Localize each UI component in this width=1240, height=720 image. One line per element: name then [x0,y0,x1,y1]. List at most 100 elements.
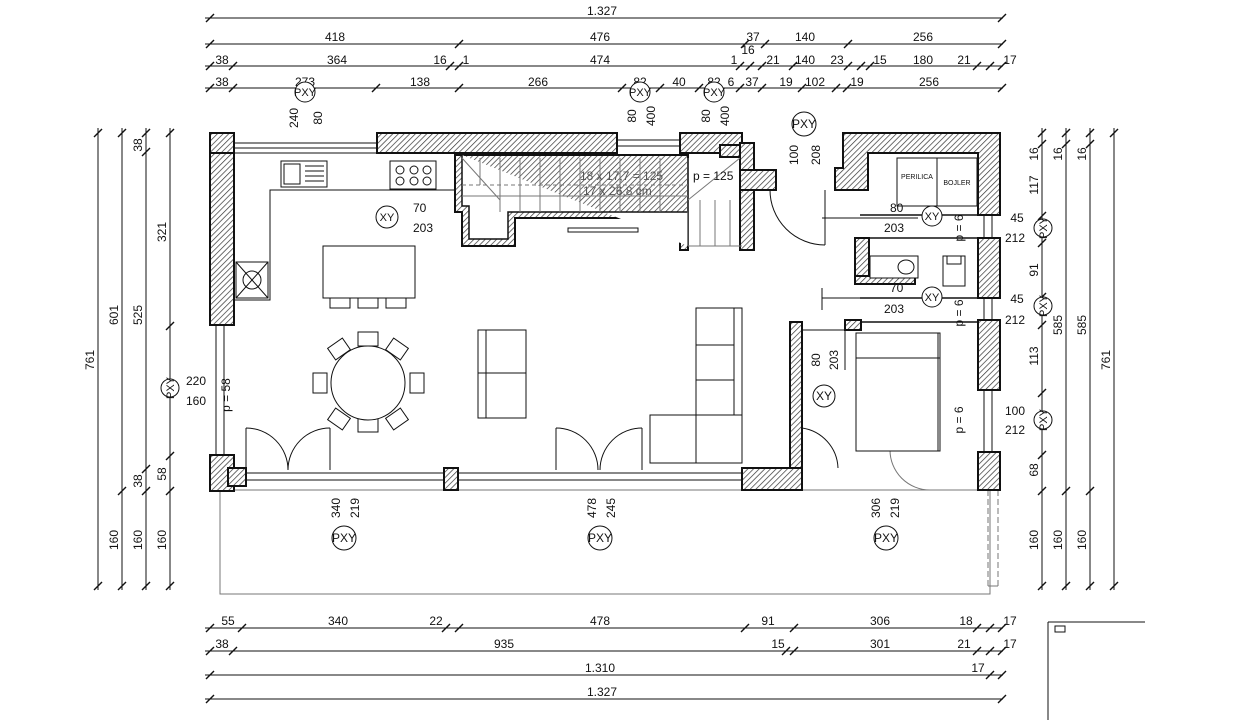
dim-b2-38: 38 [215,637,229,651]
xy-stair: XY [380,212,395,224]
dim-r3c-160: 160 [1075,530,1089,550]
win-r2-212: 212 [1005,313,1025,327]
dim-r4-37: 37 [745,75,759,89]
dim-b2-935: 935 [494,637,514,651]
pxy-right-top: PXY [792,117,816,131]
dim-b2-15: 15 [771,637,785,651]
dim-top-256a: 256 [913,30,933,44]
door-stair-70: 70 [413,201,427,215]
dim-l4-220: 220 [186,374,206,388]
dim-l3-525: 525 [131,305,145,325]
dim-top-476: 476 [590,30,610,44]
staircase-labels: 18 x 17,7 = 125 17 x 26,8 cm p = 125 [580,169,734,198]
dim-l4-58: 58 [155,467,169,481]
dim-r4-19b: 19 [850,75,864,89]
terrace-outline [219,489,999,595]
door-laundry-80: 80 [890,201,904,215]
win-r1-sill: p = 6 [952,214,966,241]
dim-r4-6: 6 [728,75,735,89]
door-br-219: 219 [888,498,902,518]
door-bed-203: 203 [827,350,841,370]
dim-r3-16: 16 [433,53,447,67]
top-dimension-chains [205,13,1007,93]
top-ticks [205,13,1007,93]
dim-r3-38: 38 [215,53,229,67]
dim-r3-364: 364 [327,53,347,67]
dim-top-total: 1.327 [587,4,617,18]
kitchen [234,152,456,301]
left-dimension-chains [93,128,175,591]
bed [855,332,941,452]
win-r1-212: 212 [1005,231,1025,245]
dim-l4-160a: 160 [186,394,206,408]
pxy-bottom-left: PXY [332,531,356,545]
stair-height: p = 125 [693,169,734,183]
pxy-right-1: PXY [1038,216,1050,239]
dim-b1-340: 340 [328,614,348,628]
pxy-top-mid2: PXY [703,87,726,99]
door-bl-340: 340 [329,498,343,518]
label-bojler: BOJLER [943,180,970,187]
dim-r4-102: 102 [805,75,825,89]
win-rt-208: 208 [809,145,823,165]
dining-table [312,331,425,433]
dim-r3-1b: 1 [731,53,738,67]
dim-r3c-585: 585 [1075,315,1089,335]
dim-r4-761: 761 [1099,350,1113,370]
win-tl-240: 240 [287,108,301,128]
win-rt-100: 100 [787,145,801,165]
dim-r3c-16: 16 [1075,147,1089,161]
bottom-dimension-chains [205,623,1007,704]
dim-r4-38: 38 [215,75,229,89]
window-left-sill: p = 58 [219,378,233,412]
dim-r3-1a: 1 [463,53,470,67]
win-tm2-400: 400 [718,106,732,126]
door-stair-203: 203 [413,221,433,235]
win-r3-sill: p = 6 [952,406,966,433]
dim-b1-306: 306 [870,614,890,628]
door-bm-245: 245 [604,498,618,518]
exterior-walls [209,132,1001,492]
dim-top-418: 418 [325,30,345,44]
win-tm1-400: 400 [644,106,658,126]
dim-b3-1310: 1.310 [585,661,615,675]
dim-b2-17: 17 [1003,637,1017,651]
kitchen-island [322,245,416,309]
dim-r4-40: 40 [672,75,686,89]
win-tm1-80: 80 [625,109,639,123]
pxy-left: PXY [165,376,177,399]
dim-r1-113: 113 [1027,346,1041,365]
win-tm2-80: 80 [699,109,713,123]
dim-r2-160: 160 [1051,530,1065,550]
dim-top-140a: 140 [795,30,815,44]
dim-l4-160b: 160 [155,530,169,550]
xy-wc: XY [925,292,940,304]
dim-r2-16: 16 [1051,147,1065,161]
dim-r1-16: 16 [1027,147,1041,161]
title-block-frame [1047,621,1145,720]
win-tl-80: 80 [311,111,325,125]
right-dimension-texts: 16 117 45 91 45 113 100 68 160 16 585 16… [1005,147,1113,550]
tv [567,227,639,233]
dim-b1-91: 91 [761,614,775,628]
dim-r3-140: 140 [795,53,815,67]
xy-bed: XY [816,389,832,403]
dim-b4-1327: 1.327 [587,685,617,699]
dim-r4-256: 256 [919,75,939,89]
label-perilica: PERILICA [901,174,933,181]
pxy-bottom-mid: PXY [588,531,612,545]
dim-l3-38a: 38 [131,138,145,152]
dim-top-16-small: 16 [741,43,755,57]
dim-b1-22: 22 [429,614,443,628]
pxy-right-3: PXY [1038,408,1050,431]
dim-l1-761: 761 [83,350,97,370]
dim-top-37: 37 [746,30,760,44]
dim-l4-321: 321 [155,222,169,242]
pxy-right-2: PXY [1038,294,1050,317]
dim-r1-100: 100 [1005,404,1025,418]
opening-annotations: 240 80 80 400 80 400 100 208 340 219 478… [287,106,1025,518]
dim-r3-21: 21 [766,53,780,67]
dim-b2-301: 301 [870,637,890,651]
dim-l3-160: 160 [131,530,145,550]
